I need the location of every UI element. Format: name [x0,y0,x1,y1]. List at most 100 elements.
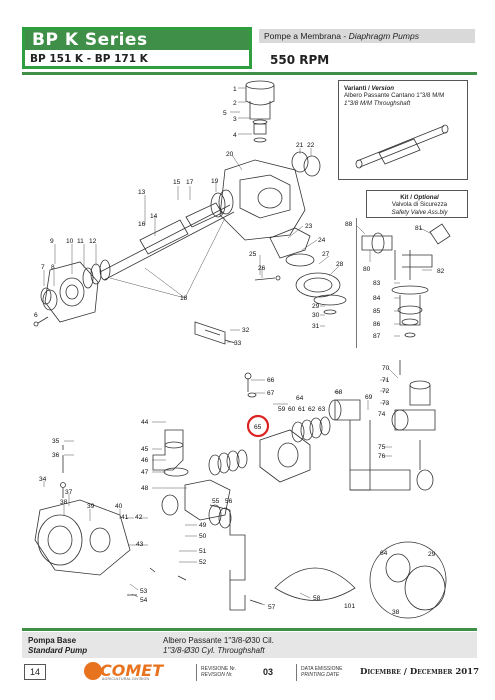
part-label: 54 [140,597,148,604]
pump-label-en: Standard Pump [28,646,88,655]
variant-title-sep: / [366,85,372,92]
highlight-ring [246,414,270,438]
part-label: 17 [186,179,194,186]
part-label: 14 [150,213,158,220]
part-label: 33 [234,340,242,347]
part-label: 58 [313,595,321,602]
part-labels-lower: 66 67 65 64 59 60 61 62 63 68 69 70 71 7… [39,365,390,611]
variant-box-text: Varianti / Version Albero Passante Canta… [339,81,467,107]
printing-date-value: Dicembre / December 2017 [360,667,480,677]
part-label: 1 [233,86,237,93]
part-label: 15 [173,179,181,186]
part-label: 53 [140,588,148,595]
variant-title-en: Version [371,85,394,92]
part-label: 6 [34,312,38,319]
part-label: 64 [380,550,388,557]
kit-divider [356,218,357,348]
part-label: 76 [378,453,386,460]
part-label: 51 [199,548,207,555]
brand-name: COMET [100,661,164,680]
part-label: 88 [345,221,353,228]
part-label: 41 [121,514,129,521]
part-label: 19 [211,178,219,185]
revision-label: REVISIONE Nr.REVISION Nr. [201,666,236,678]
pump-desc-en: 1"3/8-Ø30 Cyl. Throughshaft [163,646,265,655]
variant-line-it: Albero Passante Cantano 1"3/8 M/M [344,92,445,100]
part-label: 37 [65,489,73,496]
part-label: 30 [312,312,320,319]
title-frame [22,27,252,69]
part-label: 2 [233,100,237,107]
part-label: 25 [249,251,257,258]
part-labels-valve-kit: 88 77 81 80 82 83 84 85 86 87 [345,117,445,340]
part-label: 29 [312,303,320,310]
part-label: 42 [135,514,143,521]
part-label: 70 [382,365,390,372]
printing-date-label-en: PRINTING DATE [301,672,340,678]
part-label: 10 [66,238,74,245]
kit-title-it: Kit [400,194,409,201]
revision-value: 03 [263,667,274,677]
part-labels-inset: 64 29 38 [380,550,436,616]
part-label: 4 [233,132,237,139]
part-label: 61 [298,406,306,413]
part-label: 38 [392,609,400,616]
kit-title-en: Optional [413,194,439,201]
part-label: 48 [141,485,149,492]
part-label: 68 [335,389,343,396]
part-label: 59 [278,406,286,413]
kit-box-text: Kit / Optional Valvola di Sicurezza Safe… [367,191,467,216]
part-label: 64 [296,395,304,402]
part-label: 28 [336,261,344,268]
part-label: 16 [138,221,146,228]
part-label: 35 [52,438,60,445]
brand-tagline: AGRICULTURAL DIVISION [102,677,150,681]
part-labels-upper: 1 2 3 4 5 20 21 22 19 15 17 13 14 16 9 1… [34,86,344,347]
comet-logo-icon [84,662,102,680]
part-label: 81 [415,225,423,232]
part-label: 65 [254,424,262,431]
part-label: 73 [382,400,390,407]
part-label: 43 [136,541,144,548]
part-label: 5 [223,110,227,117]
part-label: 69 [365,394,373,401]
part-label: 8 [51,264,55,271]
part-label: 47 [141,469,149,476]
footer-divider [22,628,477,631]
pump-label-it: Pompa Base [28,636,77,645]
part-label: 85 [373,308,381,315]
part-label: 55 [212,498,220,505]
part-label: 67 [267,390,275,397]
part-label: 18 [180,295,188,302]
rpm-label: 550 RPM [270,53,330,67]
part-label: 13 [138,189,146,196]
part-label: 71 [382,377,390,384]
part-label: 9 [50,238,54,245]
part-label: 83 [373,280,381,287]
revision-label-en: REVISION Nr. [201,672,233,678]
variant-box: Varianti / Version Albero Passante Canta… [338,80,468,180]
part-label: 11 [77,238,84,245]
part-label: 31 [312,323,320,330]
kit-line-it: Valvola di Sicurezza [391,201,448,209]
part-label: 34 [39,476,47,483]
part-label: 60 [288,406,296,413]
model-list: BP 151 K - BP 171 K [30,53,148,65]
category-label: Pompe a Membrana - Diaphragm Pumps [264,31,419,41]
part-label: 7 [41,264,45,271]
part-label: 27 [322,251,330,258]
printing-date-label-it: DATA EMISSIONE [301,666,343,672]
part-label: 52 [199,559,207,566]
title-band [25,30,249,50]
part-label: 12 [89,238,97,245]
part-label: 50 [199,533,207,540]
part-label: 87 [373,333,381,340]
part-label: 20 [226,151,234,158]
part-label: 80 [363,266,371,273]
kit-box: Kit / Optional Valvola di Sicurezza Safe… [366,190,468,218]
part-label: 26 [258,265,266,272]
kit-title-sep: / [408,194,414,201]
part-label: 101 [344,603,355,610]
